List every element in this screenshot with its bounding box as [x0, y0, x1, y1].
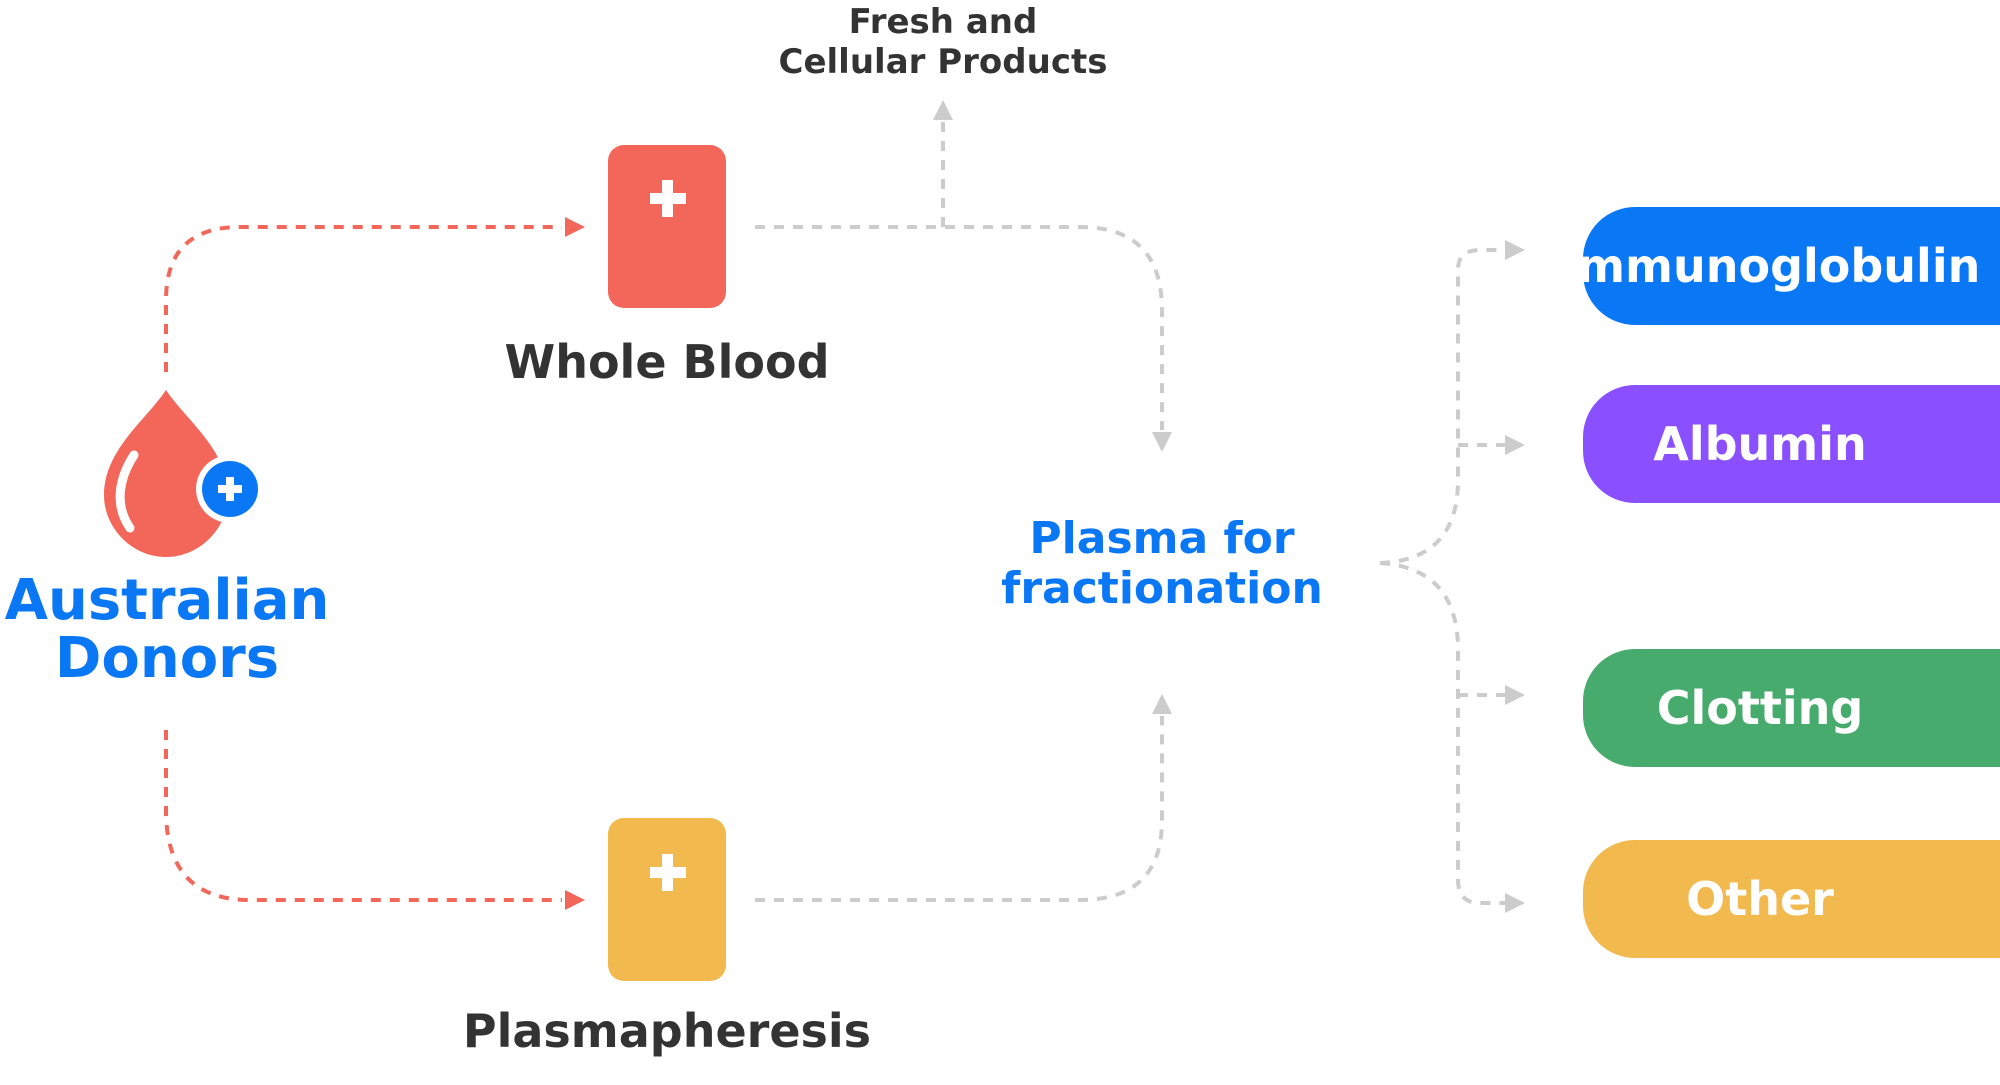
arrow-other: [1505, 893, 1525, 913]
plasmapheresis-to-plasma-connector: [755, 716, 1164, 902]
arrow-plasmapheresis: [565, 890, 585, 910]
donors-label: Australian Donors: [0, 572, 334, 688]
plasma-fractionation-label: Plasma for fractionation: [982, 514, 1342, 614]
product-clotting-label: Clotting: [1656, 681, 1864, 735]
arrow-albumin: [1505, 435, 1525, 455]
fresh-products-line-1: Fresh and: [848, 2, 1038, 42]
arrow-plasma-bottom: [1152, 694, 1172, 714]
whole-blood-to-plasma-connector: [755, 225, 1164, 430]
product-immunoglobulin: Immunoglobulin: [1560, 207, 2000, 325]
arrow-plasma-top: [1152, 432, 1172, 452]
product-clotting: Clotting: [1583, 649, 2000, 767]
fresh-products-label: Fresh and Cellular Products: [743, 2, 1143, 82]
fresh-products-line-2: Cellular Products: [778, 42, 1108, 82]
blood-bag-icon: [608, 145, 726, 308]
plasma-bag-icon: [608, 818, 726, 981]
arrow-fresh-products: [933, 100, 953, 120]
donors-label-line-2: Donors: [54, 626, 280, 691]
arrow-immunoglobulin: [1505, 240, 1525, 260]
plasma-label-line-2: fractionation: [1001, 563, 1323, 614]
plasma-label-line-1: Plasma for: [1029, 513, 1295, 564]
whole-blood-label: Whole Blood: [504, 335, 830, 389]
product-other: Other: [1583, 840, 2000, 958]
branch-to-products-connector: [1379, 248, 1508, 905]
blood-drop-plus-icon: [104, 390, 264, 557]
product-other-label: Other: [1686, 872, 1834, 926]
donor-to-whole-blood-connector: [164, 225, 562, 372]
donors-label-line-1: Australian: [4, 568, 330, 633]
product-albumin: Albumin: [1583, 385, 2000, 503]
arrow-clotting: [1505, 685, 1525, 705]
plasmapheresis-label: Plasmapheresis: [462, 1004, 872, 1058]
donor-to-plasmapheresis-connector: [164, 730, 562, 902]
product-albumin-label: Albumin: [1653, 417, 1867, 471]
arrow-whole-blood: [565, 217, 585, 237]
product-immunoglobulin-label: Immunoglobulin: [1560, 239, 1981, 293]
